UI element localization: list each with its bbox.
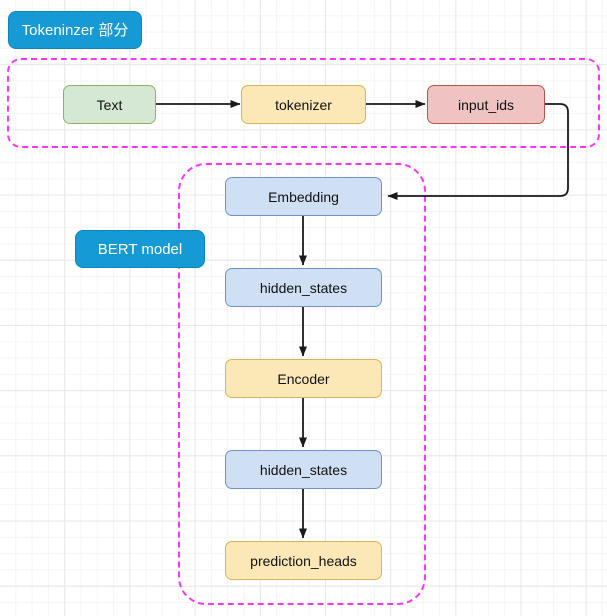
tokenizer-group-region xyxy=(7,58,600,148)
node-prediction-heads[interactable]: prediction_heads xyxy=(225,541,382,580)
node-input-ids[interactable]: input_ids xyxy=(427,85,545,124)
bert-group-region xyxy=(178,163,426,605)
bert-group-label[interactable]: BERT model xyxy=(75,230,205,268)
node-encoder[interactable]: Encoder xyxy=(225,359,382,398)
tokenizer-group-label[interactable]: Tokeninzer 部分 xyxy=(8,11,142,49)
node-embedding[interactable]: Embedding xyxy=(225,177,382,216)
node-text[interactable]: Text xyxy=(63,85,156,124)
node-tokenizer[interactable]: tokenizer xyxy=(241,85,366,124)
node-hidden-states-1[interactable]: hidden_states xyxy=(225,268,382,307)
node-hidden-states-2[interactable]: hidden_states xyxy=(225,450,382,489)
